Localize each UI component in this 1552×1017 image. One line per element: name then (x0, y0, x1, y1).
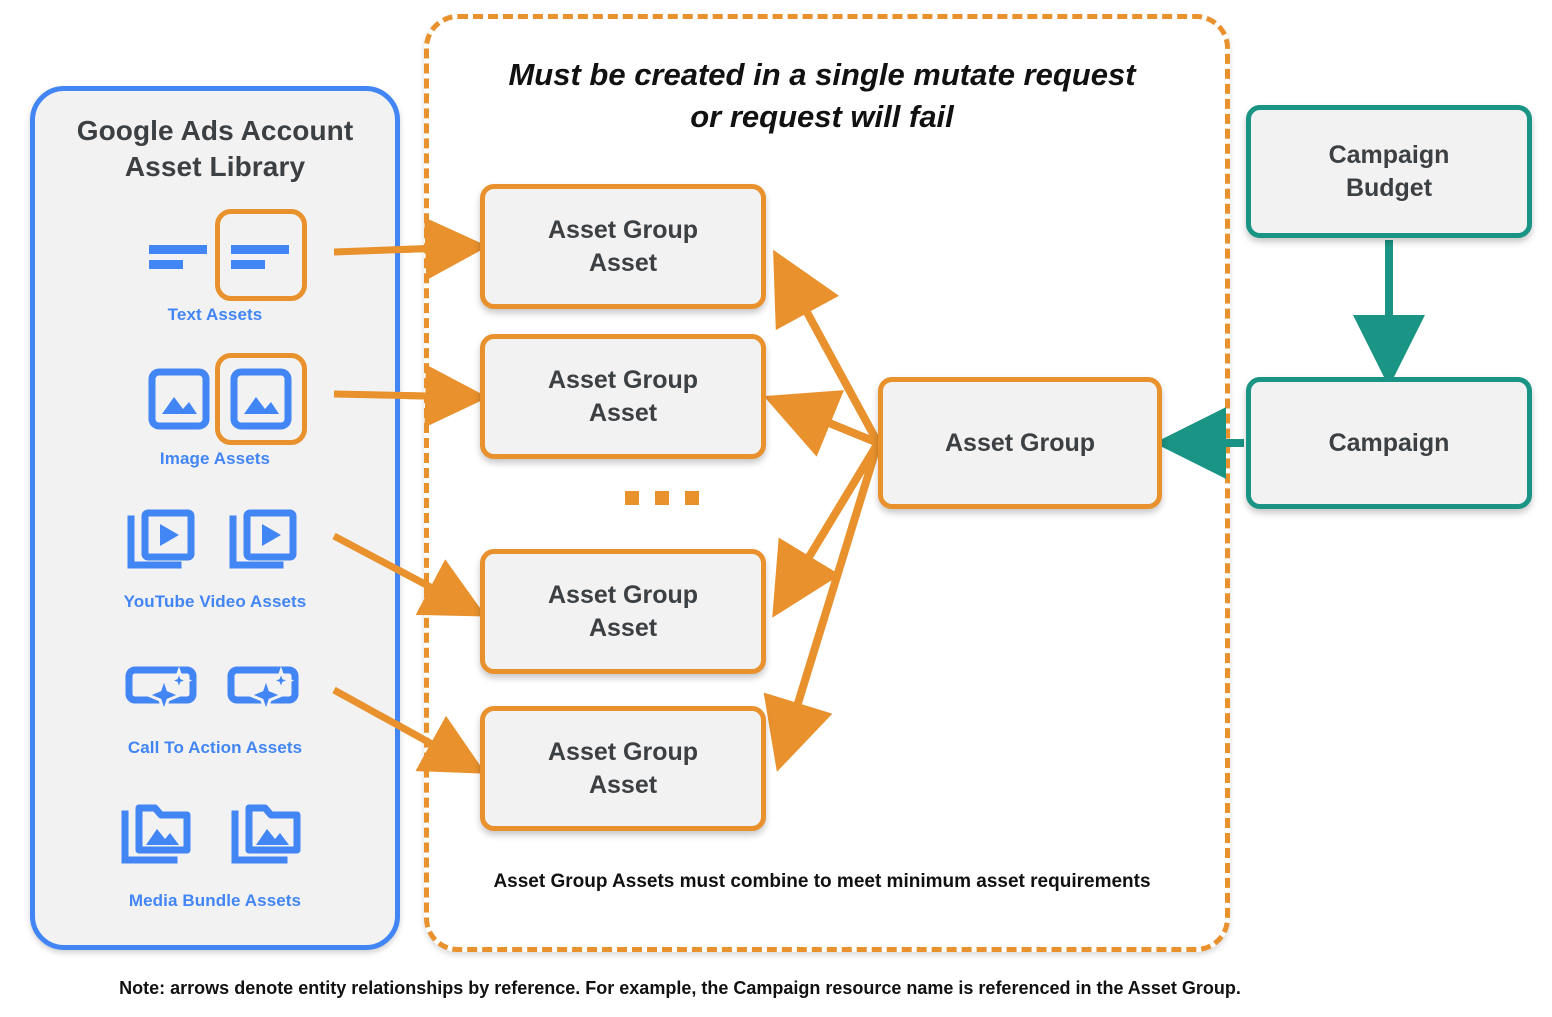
image-icon (133, 353, 225, 445)
asset-library-title: Google Ads Account Asset Library (35, 113, 395, 185)
asset-label-text: Text Assets (167, 305, 263, 324)
video-stack-icon (115, 496, 207, 588)
asset-label-video: YouTube Video Assets (123, 592, 307, 611)
asset-group-label: Asset Group (944, 428, 1096, 457)
campaign-label: Campaign (1328, 428, 1450, 457)
text-lines-icon-highlighted[interactable] (215, 209, 307, 301)
text-lines-icon (133, 209, 225, 301)
mutate-heading-line1: Must be created in a single mutate reque… (508, 57, 1136, 92)
asset-row-cta: Call To Action Assets (35, 642, 395, 757)
media-bundle-folder-icon (111, 791, 203, 883)
asset-group-asset-node-4[interactable]: Asset Group Asset (480, 706, 766, 831)
asset-row-text: Text Assets (35, 209, 395, 324)
asset-row-video: YouTube Video Assets (35, 496, 395, 611)
mutate-heading-line2: or request will fail (690, 98, 954, 134)
ellipsis-dot-2 (655, 491, 669, 505)
footer-note: Note: arrows denote entity relationships… (119, 978, 1241, 998)
asset-group-node[interactable]: Asset Group (878, 377, 1162, 509)
asset-library-title-line1: Google Ads Account (76, 115, 354, 146)
asset-label-media-bundle: Media Bundle Assets (128, 891, 302, 910)
asset-row-media-bundle: Media Bundle Assets (35, 791, 395, 910)
asset-row-image: Image Assets (35, 353, 395, 468)
media-bundle-folder-icon-2 (221, 791, 313, 883)
aga-2-line1: Asset Group (547, 366, 699, 394)
asset-group-asset-node-1[interactable]: Asset Group Asset (480, 184, 766, 309)
aga-1-line2: Asset (588, 248, 658, 277)
asset-group-asset-node-2[interactable]: Asset Group Asset (480, 334, 766, 459)
call-to-action-sparkle-icon (115, 642, 207, 734)
ellipsis-dot-3 (685, 491, 699, 505)
ellipsis-dot-1 (625, 491, 639, 505)
campaign-budget-node[interactable]: Campaign Budget (1246, 105, 1532, 238)
aga-4-line1: Asset Group (547, 738, 699, 766)
call-to-action-sparkle-icon-highlighted[interactable] (217, 642, 309, 734)
campaign-node[interactable]: Campaign (1246, 377, 1532, 509)
asset-library-panel: Google Ads Account Asset Library (30, 86, 400, 950)
aga-3-line2: Asset (588, 613, 658, 642)
aga-1-line1: Asset Group (547, 216, 699, 244)
asset-label-image: Image Assets (159, 449, 271, 468)
campaign-budget-line1: Campaign (1328, 141, 1450, 169)
aga-3-line1: Asset Group (547, 581, 699, 609)
aga-2-line2: Asset (588, 398, 658, 427)
image-icon-highlighted[interactable] (215, 353, 307, 445)
mutate-request-heading: Must be created in a single mutate reque… (440, 54, 1204, 137)
ellipsis-indicator (625, 491, 699, 505)
asset-label-cta: Call To Action Assets (127, 738, 303, 757)
video-stack-icon-highlighted[interactable] (217, 496, 309, 588)
campaign-budget-line2: Budget (1345, 173, 1433, 202)
asset-library-title-line2: Asset Library (124, 150, 306, 182)
mutate-footnote: Asset Group Assets must combine to meet … (493, 871, 1151, 892)
asset-group-asset-node-3[interactable]: Asset Group Asset (480, 549, 766, 674)
aga-4-line2: Asset (588, 770, 658, 799)
